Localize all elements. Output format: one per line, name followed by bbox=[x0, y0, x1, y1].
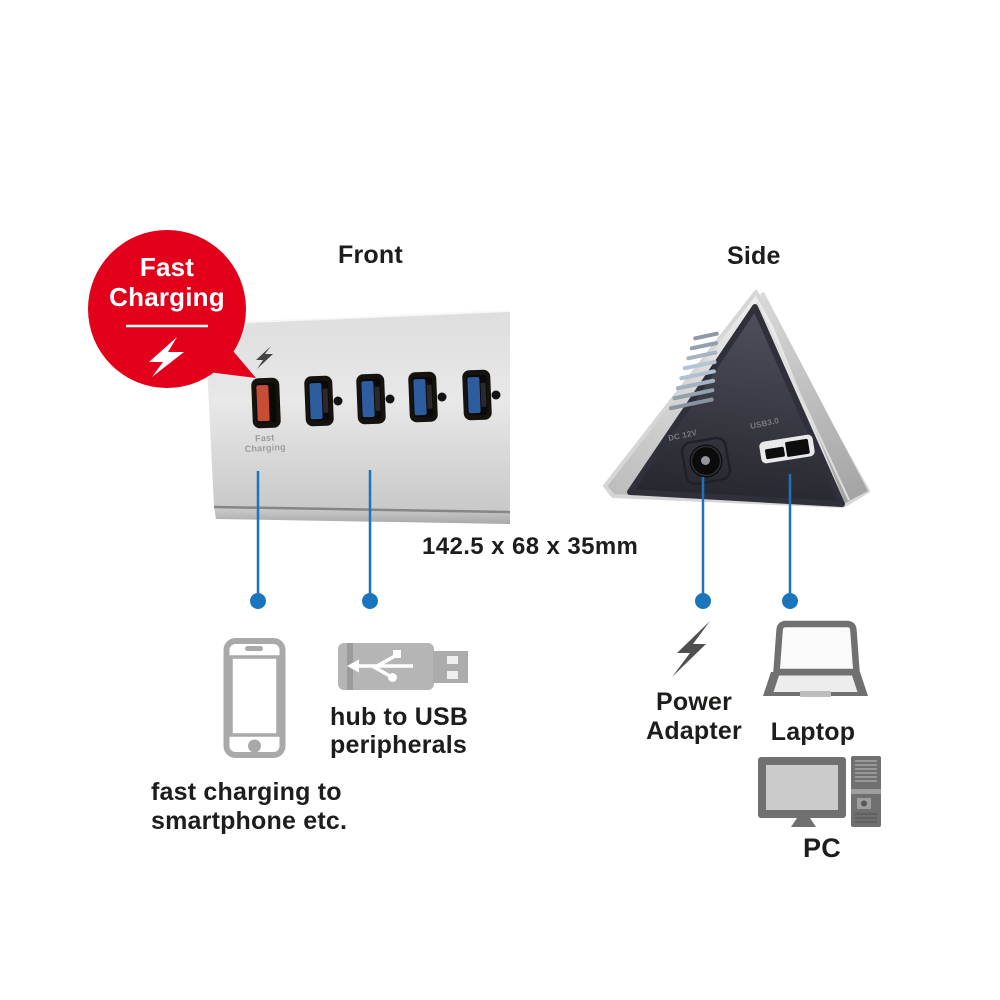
power-adapter-callout-label: Power Adapter bbox=[638, 688, 750, 746]
smartphone-label-line2: smartphone etc. bbox=[151, 807, 348, 835]
badge-text-line2: Charging bbox=[109, 282, 225, 312]
hub-side-view bbox=[603, 290, 870, 508]
led-indicator bbox=[491, 390, 501, 400]
pc-tower-slits bbox=[855, 813, 877, 823]
power-adapter-line1: Power bbox=[655, 688, 733, 716]
usb-peripherals-line1: hub to USB bbox=[330, 703, 469, 731]
usb-peripherals-callout-label: hub to USB peripherals bbox=[330, 703, 468, 759]
led-indicator bbox=[333, 396, 343, 406]
badge-circle bbox=[88, 230, 246, 388]
badge-text: Fast Charging bbox=[97, 252, 237, 312]
dimensions-label: 142.5 x 68 x 35mm bbox=[422, 533, 639, 560]
smartphone-callout-label: fast charging to smartphone etc. bbox=[151, 778, 347, 836]
hub-bevel-seam bbox=[213, 505, 511, 514]
power-adapter-lightning-icon bbox=[672, 621, 710, 677]
fast-charging-port bbox=[251, 377, 281, 429]
badge-text-line1: Fast bbox=[139, 252, 195, 282]
laptop-icon bbox=[763, 620, 868, 697]
laptop-callout-label: Laptop bbox=[770, 718, 856, 746]
leader-dot-fast-port bbox=[250, 593, 266, 609]
usb3-micro-b-port bbox=[759, 434, 815, 464]
pc-tower-vents bbox=[855, 760, 877, 782]
pc-icon bbox=[758, 756, 881, 827]
usb3-port-4 bbox=[462, 369, 492, 421]
led-indicator bbox=[385, 394, 395, 404]
hub-top-highlight bbox=[204, 310, 511, 325]
fast-charging-lightning-icon bbox=[256, 346, 273, 369]
hub-side-right-edge bbox=[760, 292, 868, 503]
smartphone-icon bbox=[223, 638, 286, 758]
fast-charging-port-label: Fast Charging bbox=[235, 431, 296, 455]
led-indicator bbox=[437, 392, 447, 402]
leader-dot-usb-port bbox=[362, 593, 378, 609]
power-adapter-line2: Adapter bbox=[646, 717, 742, 745]
leader-dot-dc-jack bbox=[695, 593, 711, 609]
usb3-port-1 bbox=[304, 375, 334, 427]
badge-lightning-icon bbox=[149, 337, 184, 377]
pc-callout-label: PC bbox=[803, 833, 841, 863]
hub-side-edge-highlight bbox=[756, 301, 850, 501]
front-view-label: Front bbox=[338, 241, 403, 269]
fast-charging-badge bbox=[88, 230, 256, 388]
leader-dot-upstream bbox=[782, 593, 798, 609]
usb3-port-3 bbox=[408, 371, 438, 423]
vent-slats bbox=[668, 331, 719, 411]
dc-power-jack bbox=[680, 436, 732, 486]
side-view-label: Side bbox=[727, 242, 781, 270]
usb-plug-icon bbox=[338, 643, 468, 690]
leader-lines bbox=[250, 470, 798, 609]
usb-peripherals-line2: peripherals bbox=[330, 731, 467, 759]
smartphone-label-line1: fast charging to bbox=[151, 778, 342, 806]
usb3-port-2 bbox=[356, 373, 386, 425]
usb-trident-symbol bbox=[356, 654, 413, 678]
hub-front-view bbox=[204, 310, 511, 524]
